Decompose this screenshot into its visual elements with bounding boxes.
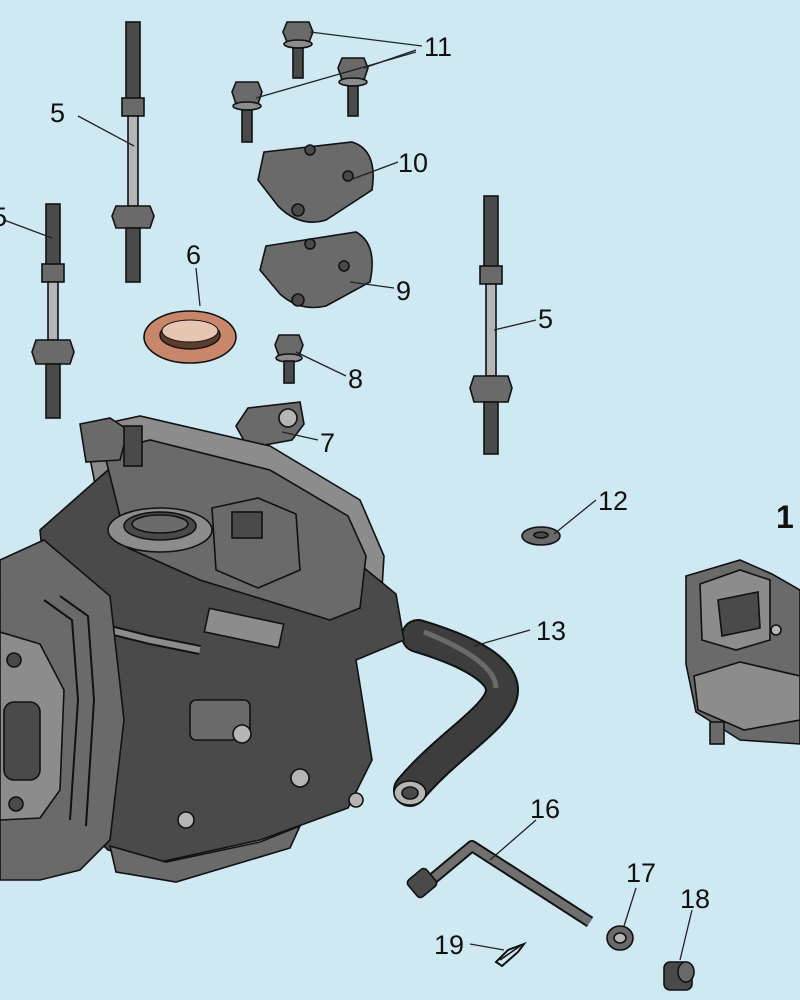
callout-1-partial: 1 — [776, 499, 794, 535]
cylinder-head[interactable] — [0, 539, 125, 881]
callout-10: 10 — [398, 148, 428, 178]
callout-labels: 5 5 5 6 7 8 9 10 11 12 13 16 17 18 19 1 — [0, 32, 794, 960]
clip-19[interactable] — [494, 941, 527, 968]
callout-5-left: 5 — [0, 202, 7, 232]
stud-5-left[interactable] — [31, 203, 75, 419]
callout-6: 6 — [186, 240, 201, 270]
callout-19: 19 — [434, 930, 464, 960]
washer-17[interactable] — [606, 925, 634, 951]
stud-5-right[interactable] — [469, 195, 513, 455]
leader-lines — [3, 31, 693, 961]
callout-17: 17 — [626, 858, 656, 888]
callout-5-right: 5 — [538, 304, 553, 334]
bolt-8[interactable] — [274, 334, 304, 384]
cover-plate-10[interactable] — [257, 141, 374, 223]
seal-ring-6[interactable] — [143, 310, 237, 364]
bolt-11-a[interactable] — [282, 21, 314, 79]
callout-7: 7 — [320, 428, 335, 458]
callout-12: 12 — [598, 486, 628, 516]
bolt-11-b[interactable] — [337, 57, 369, 117]
gasket-plate-9[interactable] — [259, 231, 373, 309]
callout-13: 13 — [536, 616, 566, 646]
callout-16: 16 — [530, 794, 560, 824]
callout-11: 11 — [424, 32, 452, 62]
stud-5-top[interactable] — [111, 21, 155, 283]
spacer-18[interactable] — [663, 961, 695, 991]
bolt-11-c[interactable] — [231, 81, 263, 143]
callout-5-top: 5 — [50, 98, 65, 128]
callout-18: 18 — [680, 884, 710, 914]
callout-9: 9 — [396, 276, 411, 306]
hose-13[interactable] — [393, 619, 520, 807]
linkage-rod-16[interactable] — [406, 840, 594, 928]
carburetor-assembly[interactable] — [685, 559, 800, 745]
washer-12[interactable] — [521, 526, 561, 546]
callout-8: 8 — [348, 364, 363, 394]
